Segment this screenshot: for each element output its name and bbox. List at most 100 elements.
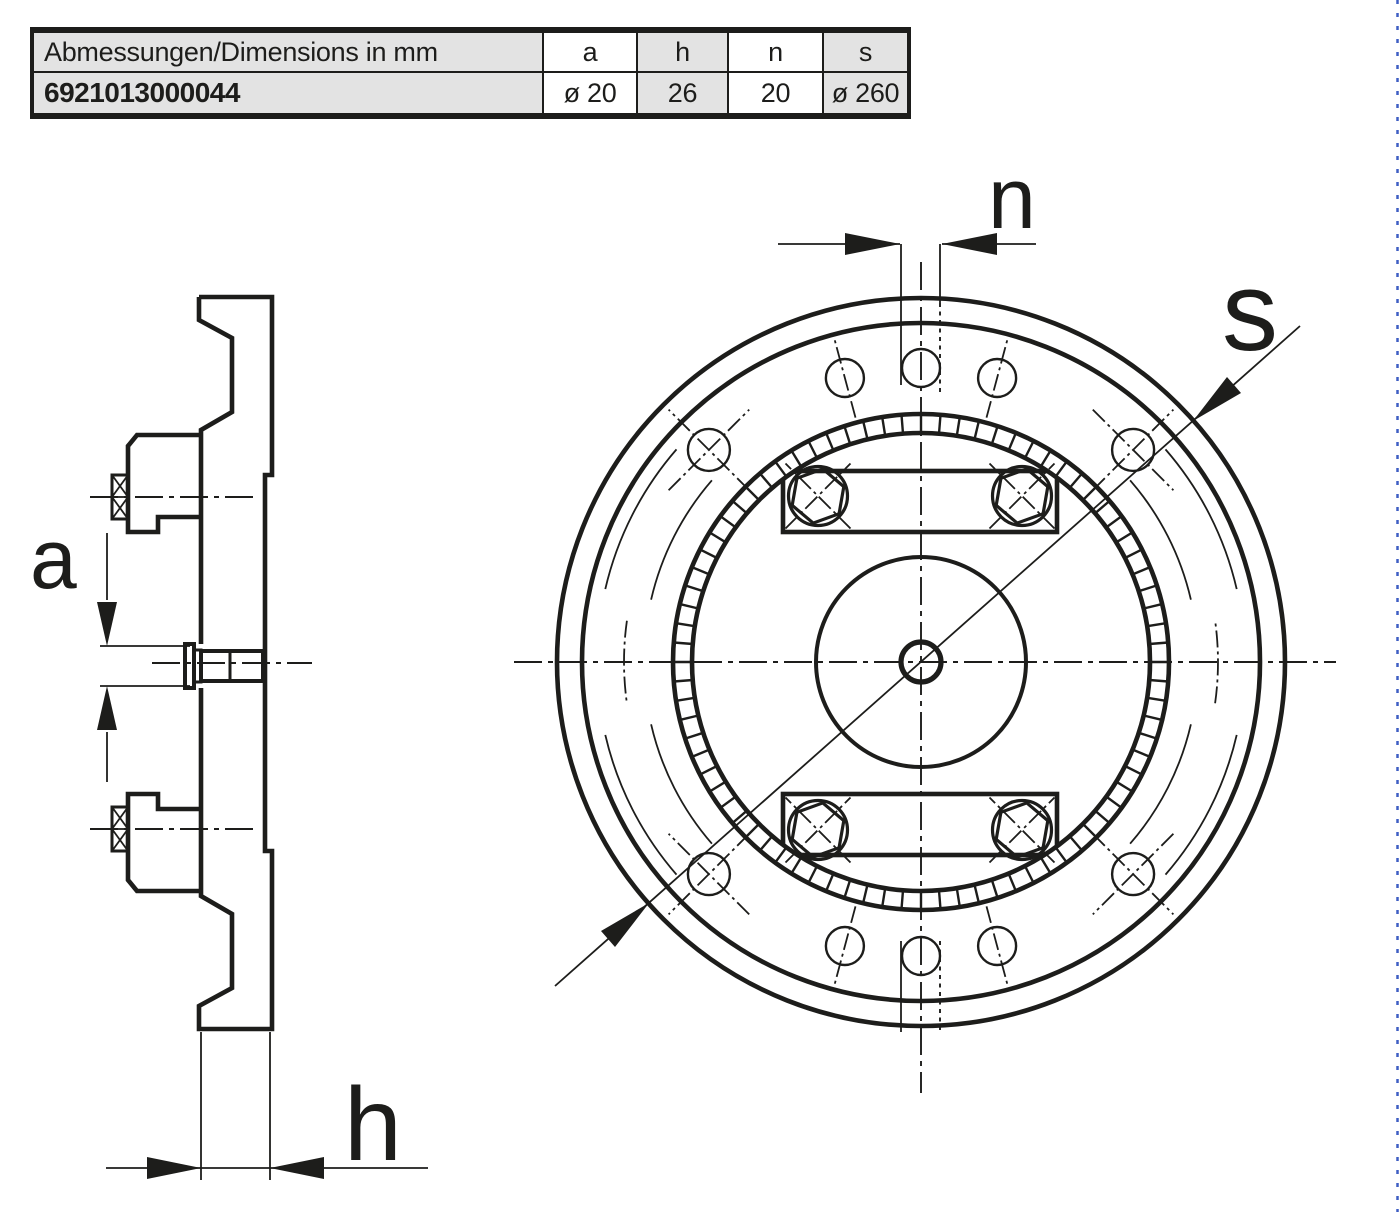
fixing-hole bbox=[1110, 427, 1156, 473]
tooth bbox=[937, 414, 942, 434]
tooth bbox=[1007, 873, 1018, 892]
tooth bbox=[990, 879, 999, 899]
value-h: 26 bbox=[636, 73, 727, 113]
value-a: ø 20 bbox=[542, 73, 636, 113]
tooth bbox=[758, 835, 774, 852]
tooth bbox=[1138, 731, 1158, 740]
hex-bolt bbox=[988, 462, 1056, 530]
tooth bbox=[1054, 846, 1068, 864]
tooth bbox=[684, 731, 704, 740]
arrow-h-right bbox=[270, 1157, 324, 1179]
table-header-a: a bbox=[542, 33, 636, 73]
tooth bbox=[1149, 678, 1169, 683]
tooth bbox=[774, 846, 788, 864]
tooth bbox=[1149, 641, 1169, 646]
table-header-h: h bbox=[636, 33, 727, 73]
tooth bbox=[1115, 531, 1134, 544]
tooth bbox=[1105, 515, 1123, 529]
dimensions-table: Abmessungen/Dimensions in mm a h n s 692… bbox=[30, 27, 911, 119]
tooth bbox=[1094, 809, 1111, 825]
tooth bbox=[1147, 622, 1167, 628]
tooth bbox=[973, 420, 981, 440]
table-header-dimensions: Abmessungen/Dimensions in mm bbox=[34, 33, 542, 73]
fixing-hole bbox=[1110, 851, 1156, 897]
arrow-a-lower bbox=[97, 686, 117, 730]
tooth bbox=[990, 425, 999, 445]
tooth bbox=[955, 888, 961, 908]
tooth bbox=[1143, 714, 1163, 722]
arrow-a-upper bbox=[97, 602, 117, 646]
tooth bbox=[1124, 548, 1143, 560]
hole-pattern bbox=[604, 338, 1238, 986]
mounting-hole bbox=[976, 357, 1018, 399]
hex-bolt bbox=[784, 796, 852, 864]
dim-label-a: a bbox=[30, 512, 77, 606]
tooth bbox=[1039, 449, 1052, 468]
tooth bbox=[1068, 835, 1084, 852]
tooth bbox=[1039, 856, 1052, 875]
tooth bbox=[1068, 472, 1084, 489]
tooth bbox=[758, 472, 774, 489]
tooth bbox=[824, 432, 835, 451]
tooth bbox=[731, 499, 748, 515]
tooth bbox=[708, 780, 727, 793]
tooth bbox=[1132, 565, 1151, 576]
tooth bbox=[790, 856, 803, 875]
tooth-ring-teeth bbox=[673, 414, 1169, 910]
dim-label-s: s bbox=[1222, 249, 1278, 374]
mounting-hole bbox=[824, 357, 866, 399]
tooth bbox=[824, 873, 835, 892]
table-header-s: s bbox=[822, 33, 907, 73]
part-number: 6921013000044 bbox=[34, 73, 542, 113]
tooth bbox=[673, 641, 693, 646]
side-profile-groove-top bbox=[196, 297, 235, 644]
tooth bbox=[679, 602, 699, 610]
tooth bbox=[955, 416, 961, 436]
value-s: ø 260 bbox=[822, 73, 907, 113]
fixing-hole bbox=[686, 851, 732, 897]
tooth bbox=[679, 714, 699, 722]
dimension-n: n bbox=[778, 151, 1036, 255]
tooth bbox=[900, 414, 905, 434]
tooth bbox=[1124, 764, 1143, 776]
dimension-h: h bbox=[106, 1032, 428, 1183]
tooth bbox=[1143, 602, 1163, 610]
arrow-h-left bbox=[147, 1157, 201, 1179]
tooth bbox=[807, 440, 819, 459]
tooth bbox=[1094, 499, 1111, 515]
hex-bolt bbox=[988, 796, 1056, 864]
arrow-s-lower bbox=[601, 903, 649, 947]
arrow-n-right bbox=[942, 233, 997, 255]
tooth bbox=[881, 888, 887, 908]
bolt-pocket-bottom bbox=[780, 791, 1060, 858]
tooth bbox=[699, 764, 718, 776]
fixing-hole bbox=[686, 427, 732, 473]
dim-label-h: h bbox=[344, 1067, 402, 1183]
bolt-pocket-top bbox=[780, 468, 1060, 535]
tooth bbox=[1138, 584, 1158, 593]
tooth bbox=[843, 879, 852, 899]
tooth bbox=[673, 678, 693, 683]
value-n: 20 bbox=[727, 73, 822, 113]
dim-label-n: n bbox=[988, 151, 1036, 247]
tooth bbox=[1054, 460, 1068, 478]
tooth bbox=[861, 420, 869, 440]
tooth bbox=[1105, 795, 1123, 809]
clamp-block-top bbox=[125, 432, 201, 535]
arrow-s-upper bbox=[1193, 377, 1241, 421]
clamp-block-bottom bbox=[125, 791, 201, 894]
table-header-n: n bbox=[727, 33, 822, 73]
tooth bbox=[807, 865, 819, 884]
tooth bbox=[699, 548, 718, 560]
tooth bbox=[861, 884, 869, 904]
tooth bbox=[774, 460, 788, 478]
tooth bbox=[1023, 440, 1035, 459]
arrow-n-left bbox=[845, 233, 900, 255]
tooth bbox=[790, 449, 803, 468]
side-view: a h bbox=[30, 294, 428, 1183]
tooth bbox=[973, 884, 981, 904]
front-view: n s bbox=[514, 151, 1336, 1093]
tooth bbox=[708, 531, 727, 544]
tooth bbox=[719, 515, 737, 529]
